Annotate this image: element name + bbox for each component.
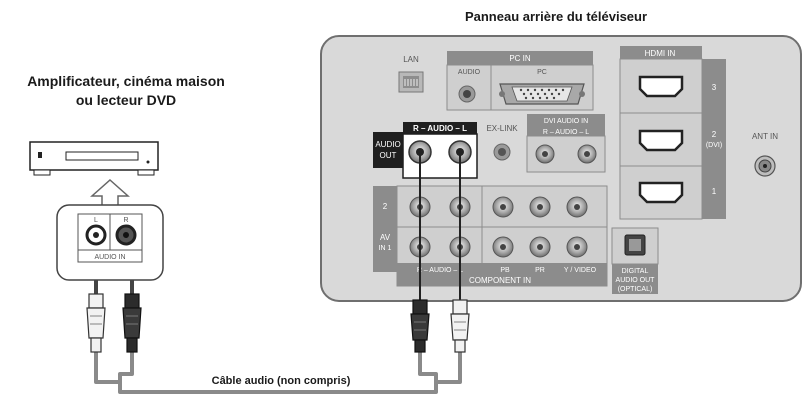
- dvi-audio-in-label: DVI AUDIO IN: [544, 118, 588, 125]
- pb-label: PB: [500, 267, 510, 274]
- dvi-audio-in-group: DVI AUDIO IN R – AUDIO – L: [526, 114, 606, 173]
- digital-label-2: AUDIO OUT: [616, 277, 656, 284]
- in-1-label: IN 1: [379, 245, 392, 252]
- tv-red-plug: [410, 299, 430, 353]
- device-red-plug: [122, 280, 142, 353]
- ant-in-port: ANT IN: [752, 132, 778, 177]
- ex-link-port: EX-LINK: [486, 124, 518, 161]
- cable-label: Câble audio (non compris): [212, 375, 351, 387]
- av-component-group: 2 AV IN 1 R – AUDIO – L PB PR Y / VIDEO …: [373, 185, 608, 287]
- dvi-audio-rl-label: R – AUDIO – L: [543, 129, 589, 136]
- device-port-l-label: L: [94, 217, 98, 224]
- row-2-label: 2: [383, 202, 388, 211]
- pc-in-group: PC IN AUDIO PC: [446, 51, 594, 111]
- lan-port: LAN: [398, 55, 424, 93]
- hdmi-2-dvi-label: (DVI): [706, 142, 722, 149]
- hdmi-1-port: [638, 181, 684, 204]
- component-in-label: COMPONENT IN: [469, 276, 531, 285]
- hdmi-1-label: 1: [712, 187, 717, 196]
- digital-audio-out-port: DIGITAL AUDIO OUT (OPTICAL): [611, 227, 659, 294]
- hdmi-3-port: [638, 75, 684, 98]
- hdmi-2-label: 2: [712, 130, 717, 139]
- pc-audio-label: AUDIO: [458, 69, 481, 76]
- hdmi-2-port: [638, 129, 684, 152]
- pc-label: PC: [537, 69, 547, 76]
- ex-link-label: EX-LINK: [486, 124, 518, 133]
- y-video-label: Y / VIDEO: [564, 267, 597, 274]
- tv-plug-wires: [419, 152, 461, 300]
- hdmi-3-label: 3: [712, 83, 717, 92]
- device-title-line1: Amplificateur, cinéma maison: [27, 73, 225, 89]
- up-arrow-icon: [90, 178, 130, 207]
- audio-out-label-1: AUDIO: [375, 140, 400, 149]
- pc-in-label: PC IN: [509, 54, 531, 63]
- vga-port: [499, 83, 585, 105]
- digital-label-1: DIGITAL: [622, 268, 649, 275]
- audio-out-rl-label: R – AUDIO – L: [413, 124, 467, 133]
- device-title-line2: ou lecteur DVD: [76, 92, 176, 108]
- device-audio-in-label: AUDIO IN: [94, 254, 125, 261]
- device-port-r-label: R: [123, 217, 128, 224]
- dvd-player-icon: [29, 141, 159, 176]
- pr-label: PR: [535, 267, 545, 274]
- hdmi-in-label: HDMI IN: [645, 49, 676, 58]
- hdmi-in-group: HDMI IN 3 2 (DVI) 1: [619, 46, 726, 220]
- ant-in-label: ANT IN: [752, 132, 778, 141]
- digital-label-3: (OPTICAL): [618, 286, 653, 293]
- av-label: AV: [380, 233, 391, 242]
- tv-white-plug: [450, 299, 470, 353]
- lan-label: LAN: [403, 55, 419, 64]
- audio-cable: [94, 352, 462, 394]
- device-white-plug: [86, 280, 106, 353]
- tv-panel-title: Panneau arrière du téléviseur: [465, 9, 647, 24]
- bottom-audio-label: R – AUDIO – L: [417, 267, 463, 274]
- device-audio-in-panel: L R AUDIO IN: [56, 204, 164, 281]
- audio-out-label-2: OUT: [380, 151, 397, 160]
